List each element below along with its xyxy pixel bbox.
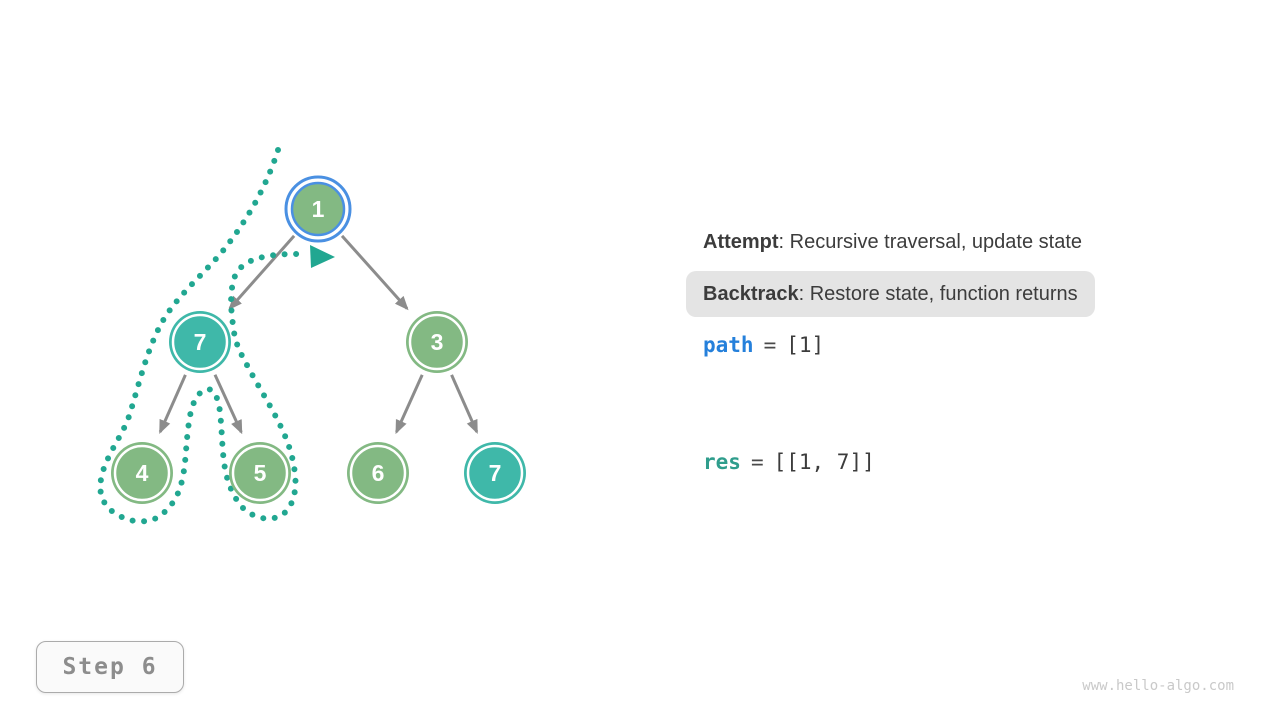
tree-node-value: 7	[194, 329, 207, 355]
step-badge: Step 6	[36, 641, 184, 693]
backtrack-text: : Restore state, function returns	[798, 283, 1078, 305]
tree-edge	[340, 234, 409, 311]
tree-node-1: 1	[284, 175, 352, 243]
res-value: [[1, 7]]	[773, 450, 875, 474]
path-state-line: path = [1]	[703, 333, 824, 357]
res-variable: res	[703, 450, 741, 474]
tree-node-5: 5	[229, 442, 291, 504]
tree-node-4: 4	[111, 442, 173, 504]
tree-node-6: 6	[347, 442, 409, 504]
tree-node-value: 5	[254, 460, 267, 486]
tree-nodes: 1 7 3 4 5 6 7	[111, 175, 526, 504]
tree-node-value: 6	[372, 460, 385, 486]
res-equals-sign: =	[750, 450, 764, 474]
tree-node-value: 1	[312, 196, 325, 222]
tree-edge	[228, 234, 296, 311]
backtrack-label: Backtrack	[703, 283, 799, 305]
res-state-line: res = [[1, 7]]	[703, 450, 875, 474]
tree-edge	[450, 374, 479, 434]
path-variable: path	[703, 333, 754, 357]
attempt-text: : Recursive traversal, update state	[778, 231, 1083, 253]
tree-node-7: 7	[169, 311, 231, 373]
tree-edge	[158, 374, 187, 434]
tree-node-7: 7	[464, 442, 526, 504]
tree-edge	[213, 374, 243, 435]
tree-node-value: 4	[136, 460, 149, 486]
tree-node-3: 3	[406, 311, 468, 373]
backtrack-trace-path	[97, 147, 300, 525]
backtrack-caption: Backtrack: Restore state, function retur…	[686, 271, 1095, 317]
path-value: [1]	[786, 333, 825, 357]
tree-edges	[158, 234, 479, 435]
watermark: www.hello-algo.com	[1082, 678, 1234, 694]
path-equals-sign: =	[763, 333, 777, 357]
step-label: Step 6	[62, 654, 158, 680]
tree-node-value: 3	[431, 329, 444, 355]
attempt-caption: Attempt: Recursive traversal, update sta…	[703, 231, 1082, 254]
tree-node-value: 7	[489, 460, 502, 486]
attempt-label: Attempt	[703, 231, 779, 253]
tree-edge	[395, 374, 424, 435]
trace-arrowhead-icon	[310, 245, 335, 268]
